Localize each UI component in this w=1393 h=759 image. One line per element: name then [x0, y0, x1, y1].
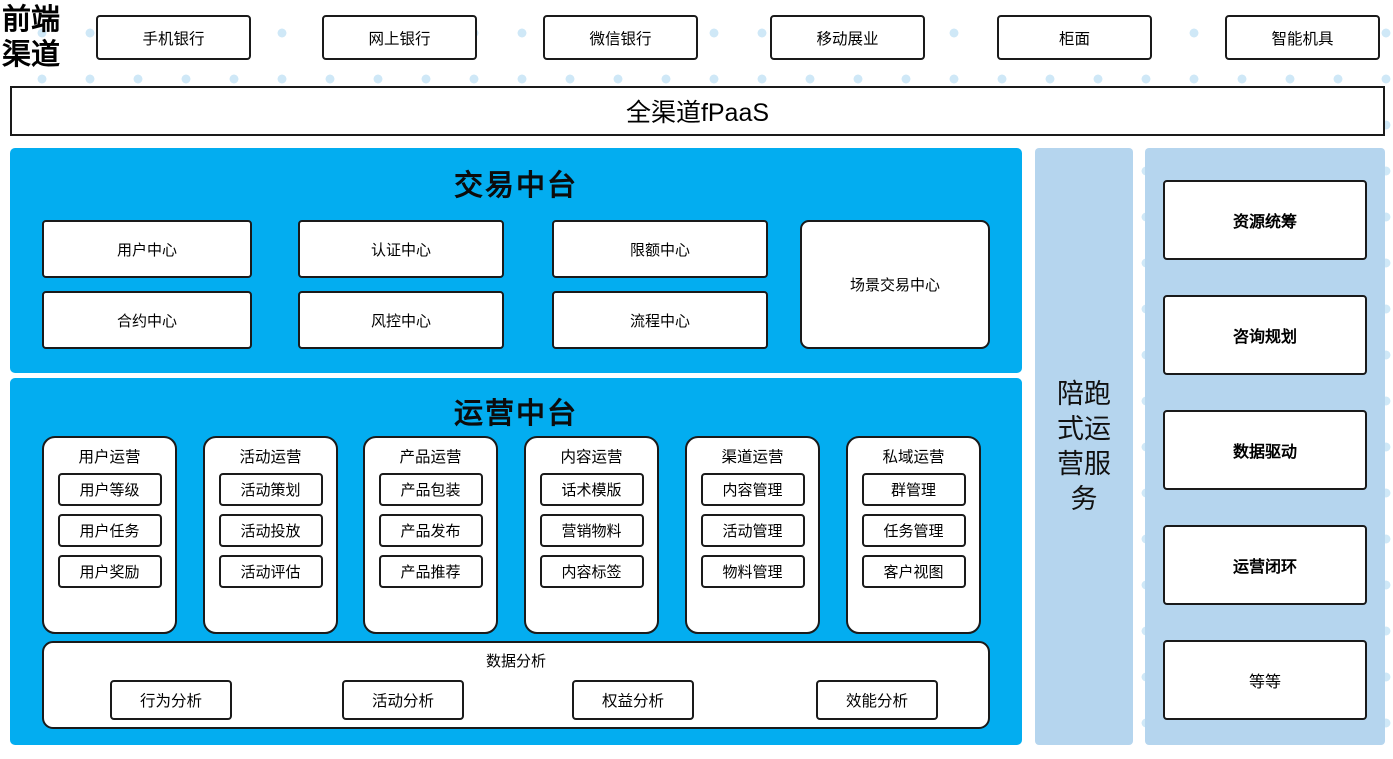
ops-item-customer-view[interactable]: 客户视图 [861, 555, 966, 588]
ops-column-activity: 活动运营 活动策划 活动投放 活动评估 [203, 436, 338, 634]
capability-item-etc[interactable]: 等等 [1163, 640, 1367, 720]
trade-cell-process-center[interactable]: 流程中心 [552, 291, 768, 349]
data-analysis-item-benefit[interactable]: 权益分析 [572, 680, 694, 720]
trade-cell-limit-center[interactable]: 限额中心 [552, 220, 768, 278]
trade-cell-user-center[interactable]: 用户中心 [42, 220, 252, 278]
ops-column-title-product: 产品运营 [399, 449, 462, 466]
ops-item-activity-management[interactable]: 活动管理 [700, 514, 805, 547]
trade-center-panel: 交易中台 用户中心 认证中心 限额中心 合约中心 风控中心 流程中心 场景交易中… [10, 148, 1022, 373]
ops-column-title-channel: 渠道运营 [721, 449, 784, 466]
ops-item-content-management[interactable]: 内容管理 [700, 473, 805, 506]
ops-item-product-packaging[interactable]: 产品包装 [378, 473, 483, 506]
channel-box-mobile-bank[interactable]: 手机银行 [96, 15, 251, 60]
ops-item-group-management[interactable]: 群管理 [861, 473, 966, 506]
fpaas-banner[interactable]: 全渠道fPaaS [10, 86, 1385, 136]
companion-operation-service-column: 陪跑式运营服务 [1035, 148, 1133, 745]
ops-center-title: 运营中台 [453, 398, 578, 430]
ops-column-title-private-domain: 私域运营 [882, 449, 945, 466]
ops-item-activity-delivery[interactable]: 活动投放 [218, 514, 323, 547]
data-analysis-group: 数据分析 行为分析 活动分析 权益分析 效能分析 [42, 641, 990, 729]
ops-item-material-management[interactable]: 物料管理 [700, 555, 805, 588]
ops-column-title-activity: 活动运营 [239, 449, 302, 466]
ops-item-product-release[interactable]: 产品发布 [378, 514, 483, 547]
capability-panel: 资源统筹 咨询规划 数据驱动 运营闭环 等等 [1145, 148, 1385, 745]
trade-center-title: 交易中台 [453, 170, 578, 202]
capability-item-resource-coordination[interactable]: 资源统筹 [1163, 180, 1367, 260]
ops-item-user-level[interactable]: 用户等级 [57, 473, 162, 506]
channel-box-online-bank[interactable]: 网上银行 [322, 15, 477, 60]
data-analysis-item-performance[interactable]: 效能分析 [816, 680, 938, 720]
ops-column-user: 用户运营 用户等级 用户任务 用户奖励 [42, 436, 177, 634]
ops-item-task-management[interactable]: 任务管理 [861, 514, 966, 547]
capability-item-consulting-planning[interactable]: 咨询规划 [1163, 295, 1367, 375]
ops-column-product: 产品运营 产品包装 产品发布 产品推荐 [363, 436, 498, 634]
channel-box-counter[interactable]: 柜面 [997, 15, 1152, 60]
ops-item-user-reward[interactable]: 用户奖励 [57, 555, 162, 588]
data-analysis-item-activity[interactable]: 活动分析 [342, 680, 464, 720]
trade-cell-contract-center[interactable]: 合约中心 [42, 291, 252, 349]
front-channel-label-line1: 前端 [2, 4, 61, 36]
ops-column-channel: 渠道运营 内容管理 活动管理 物料管理 [685, 436, 820, 634]
ops-item-script-template[interactable]: 话术模版 [539, 473, 644, 506]
data-analysis-item-behavior[interactable]: 行为分析 [110, 680, 232, 720]
data-analysis-title: 数据分析 [485, 653, 546, 670]
ops-column-private-domain: 私域运营 群管理 任务管理 客户视图 [846, 436, 981, 634]
channel-box-smart-machine[interactable]: 智能机具 [1225, 15, 1380, 60]
ops-column-title-user: 用户运营 [78, 449, 141, 466]
ops-item-user-task[interactable]: 用户任务 [57, 514, 162, 547]
capability-item-operation-closed-loop[interactable]: 运营闭环 [1163, 525, 1367, 605]
ops-column-content: 内容运营 话术模版 营销物料 内容标签 [524, 436, 659, 634]
ops-item-product-recommendation[interactable]: 产品推荐 [378, 555, 483, 588]
ops-item-activity-evaluation[interactable]: 活动评估 [218, 555, 323, 588]
ops-item-content-tag[interactable]: 内容标签 [539, 555, 644, 588]
front-channel-label: 前端 渠道 [2, 2, 86, 74]
trade-cell-auth-center[interactable]: 认证中心 [298, 220, 504, 278]
ops-column-title-content: 内容运营 [560, 449, 623, 466]
channel-box-wechat-bank[interactable]: 微信银行 [543, 15, 698, 60]
front-channel-label-line2: 渠道 [2, 39, 61, 71]
ops-item-marketing-material[interactable]: 营销物料 [539, 514, 644, 547]
trade-cell-risk-center[interactable]: 风控中心 [298, 291, 504, 349]
capability-item-data-driven[interactable]: 数据驱动 [1163, 410, 1367, 490]
channel-box-mobile-biz[interactable]: 移动展业 [770, 15, 925, 60]
companion-operation-service-label: 陪跑式运营服务 [1057, 378, 1111, 514]
ops-item-activity-planning[interactable]: 活动策划 [218, 473, 323, 506]
trade-cell-scene-center[interactable]: 场景交易中心 [800, 220, 990, 349]
